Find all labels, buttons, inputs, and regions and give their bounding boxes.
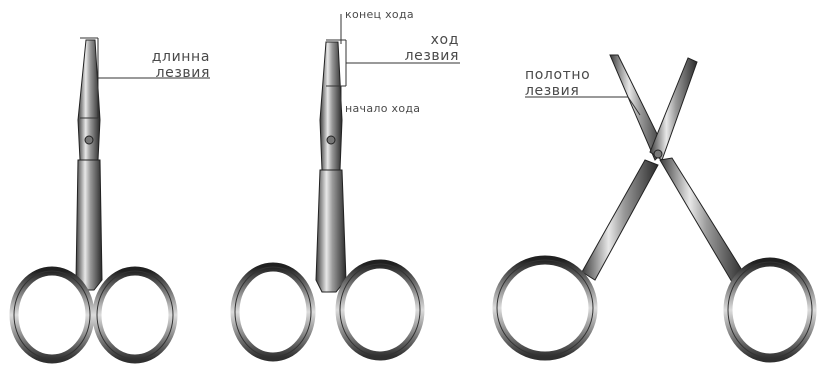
blade-length-label-line2: лезвия xyxy=(140,66,210,80)
stroke-start-label: начало хода xyxy=(345,103,420,114)
blade-body-label-line2: лезвия xyxy=(525,84,590,98)
stroke-label-line2: лезвия xyxy=(395,49,459,63)
blade-body-label-line1: полотно xyxy=(525,68,590,82)
blade-body-label: полотно лезвия xyxy=(525,68,590,98)
stroke-label-line1: ход xyxy=(395,33,459,47)
scissors-closed xyxy=(14,40,173,359)
stroke-end-label: конец хода xyxy=(345,9,414,20)
blade-length-label: длинна лезвия xyxy=(140,50,210,80)
scissors-open xyxy=(497,55,812,358)
blade-length-label-line1: длинна xyxy=(140,50,210,64)
scissors-curved xyxy=(235,42,420,357)
stroke-label: ход лезвия xyxy=(395,33,459,63)
